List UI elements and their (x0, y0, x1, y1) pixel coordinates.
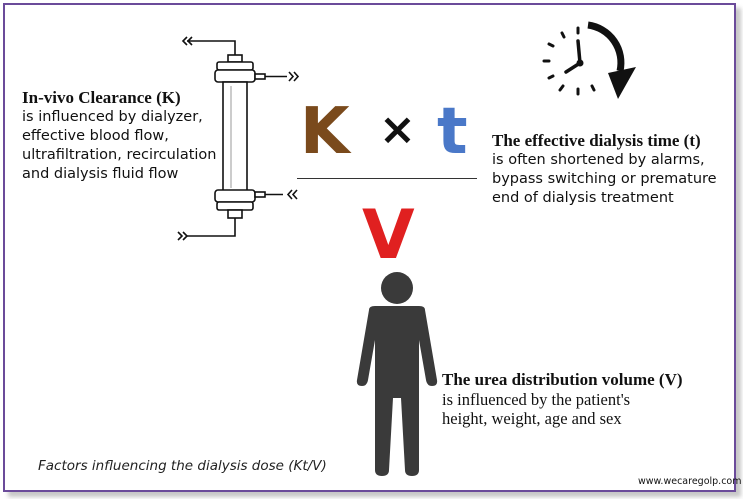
formula-times: × (379, 104, 416, 155)
clearance-block: In-vivo Clearance (K) is influenced by d… (22, 88, 217, 184)
time-block: The effective dialysis time (t) is often… (492, 131, 717, 208)
time-line: is often shortened by alarms, (492, 152, 705, 168)
volume-line: is influenced by the patient's (442, 390, 631, 409)
fraction-line (297, 178, 477, 179)
clearance-line: and dialysis fluid flow (22, 166, 179, 182)
time-line: end of dialysis treatment (492, 190, 674, 206)
clearance-title: In-vivo Clearance (K) (22, 88, 181, 107)
formula-t: t (437, 95, 468, 169)
volume-block: The urea distribution volume (V) is infl… (442, 370, 683, 428)
time-line: bypass switching or premature (492, 171, 717, 187)
clearance-line: effective blood flow, (22, 128, 169, 144)
source-url: www.wecaregolp.com (638, 476, 742, 487)
clearance-line: ultrafiltration, recirculation (22, 147, 217, 163)
dialyzer-icon (177, 36, 300, 241)
figure-caption: Factors influencing the dialysis dose (K… (38, 458, 327, 474)
time-title: The effective dialysis time (t) (492, 131, 701, 150)
volume-title: The urea distribution volume (V) (442, 370, 683, 389)
clock-icon (542, 21, 636, 99)
formula-k: K (300, 95, 350, 169)
volume-line: height, weight, age and sex (442, 409, 622, 428)
formula-v: V (362, 196, 415, 275)
clearance-line: is influenced by dialyzer, (22, 109, 203, 125)
person-icon (356, 272, 438, 476)
